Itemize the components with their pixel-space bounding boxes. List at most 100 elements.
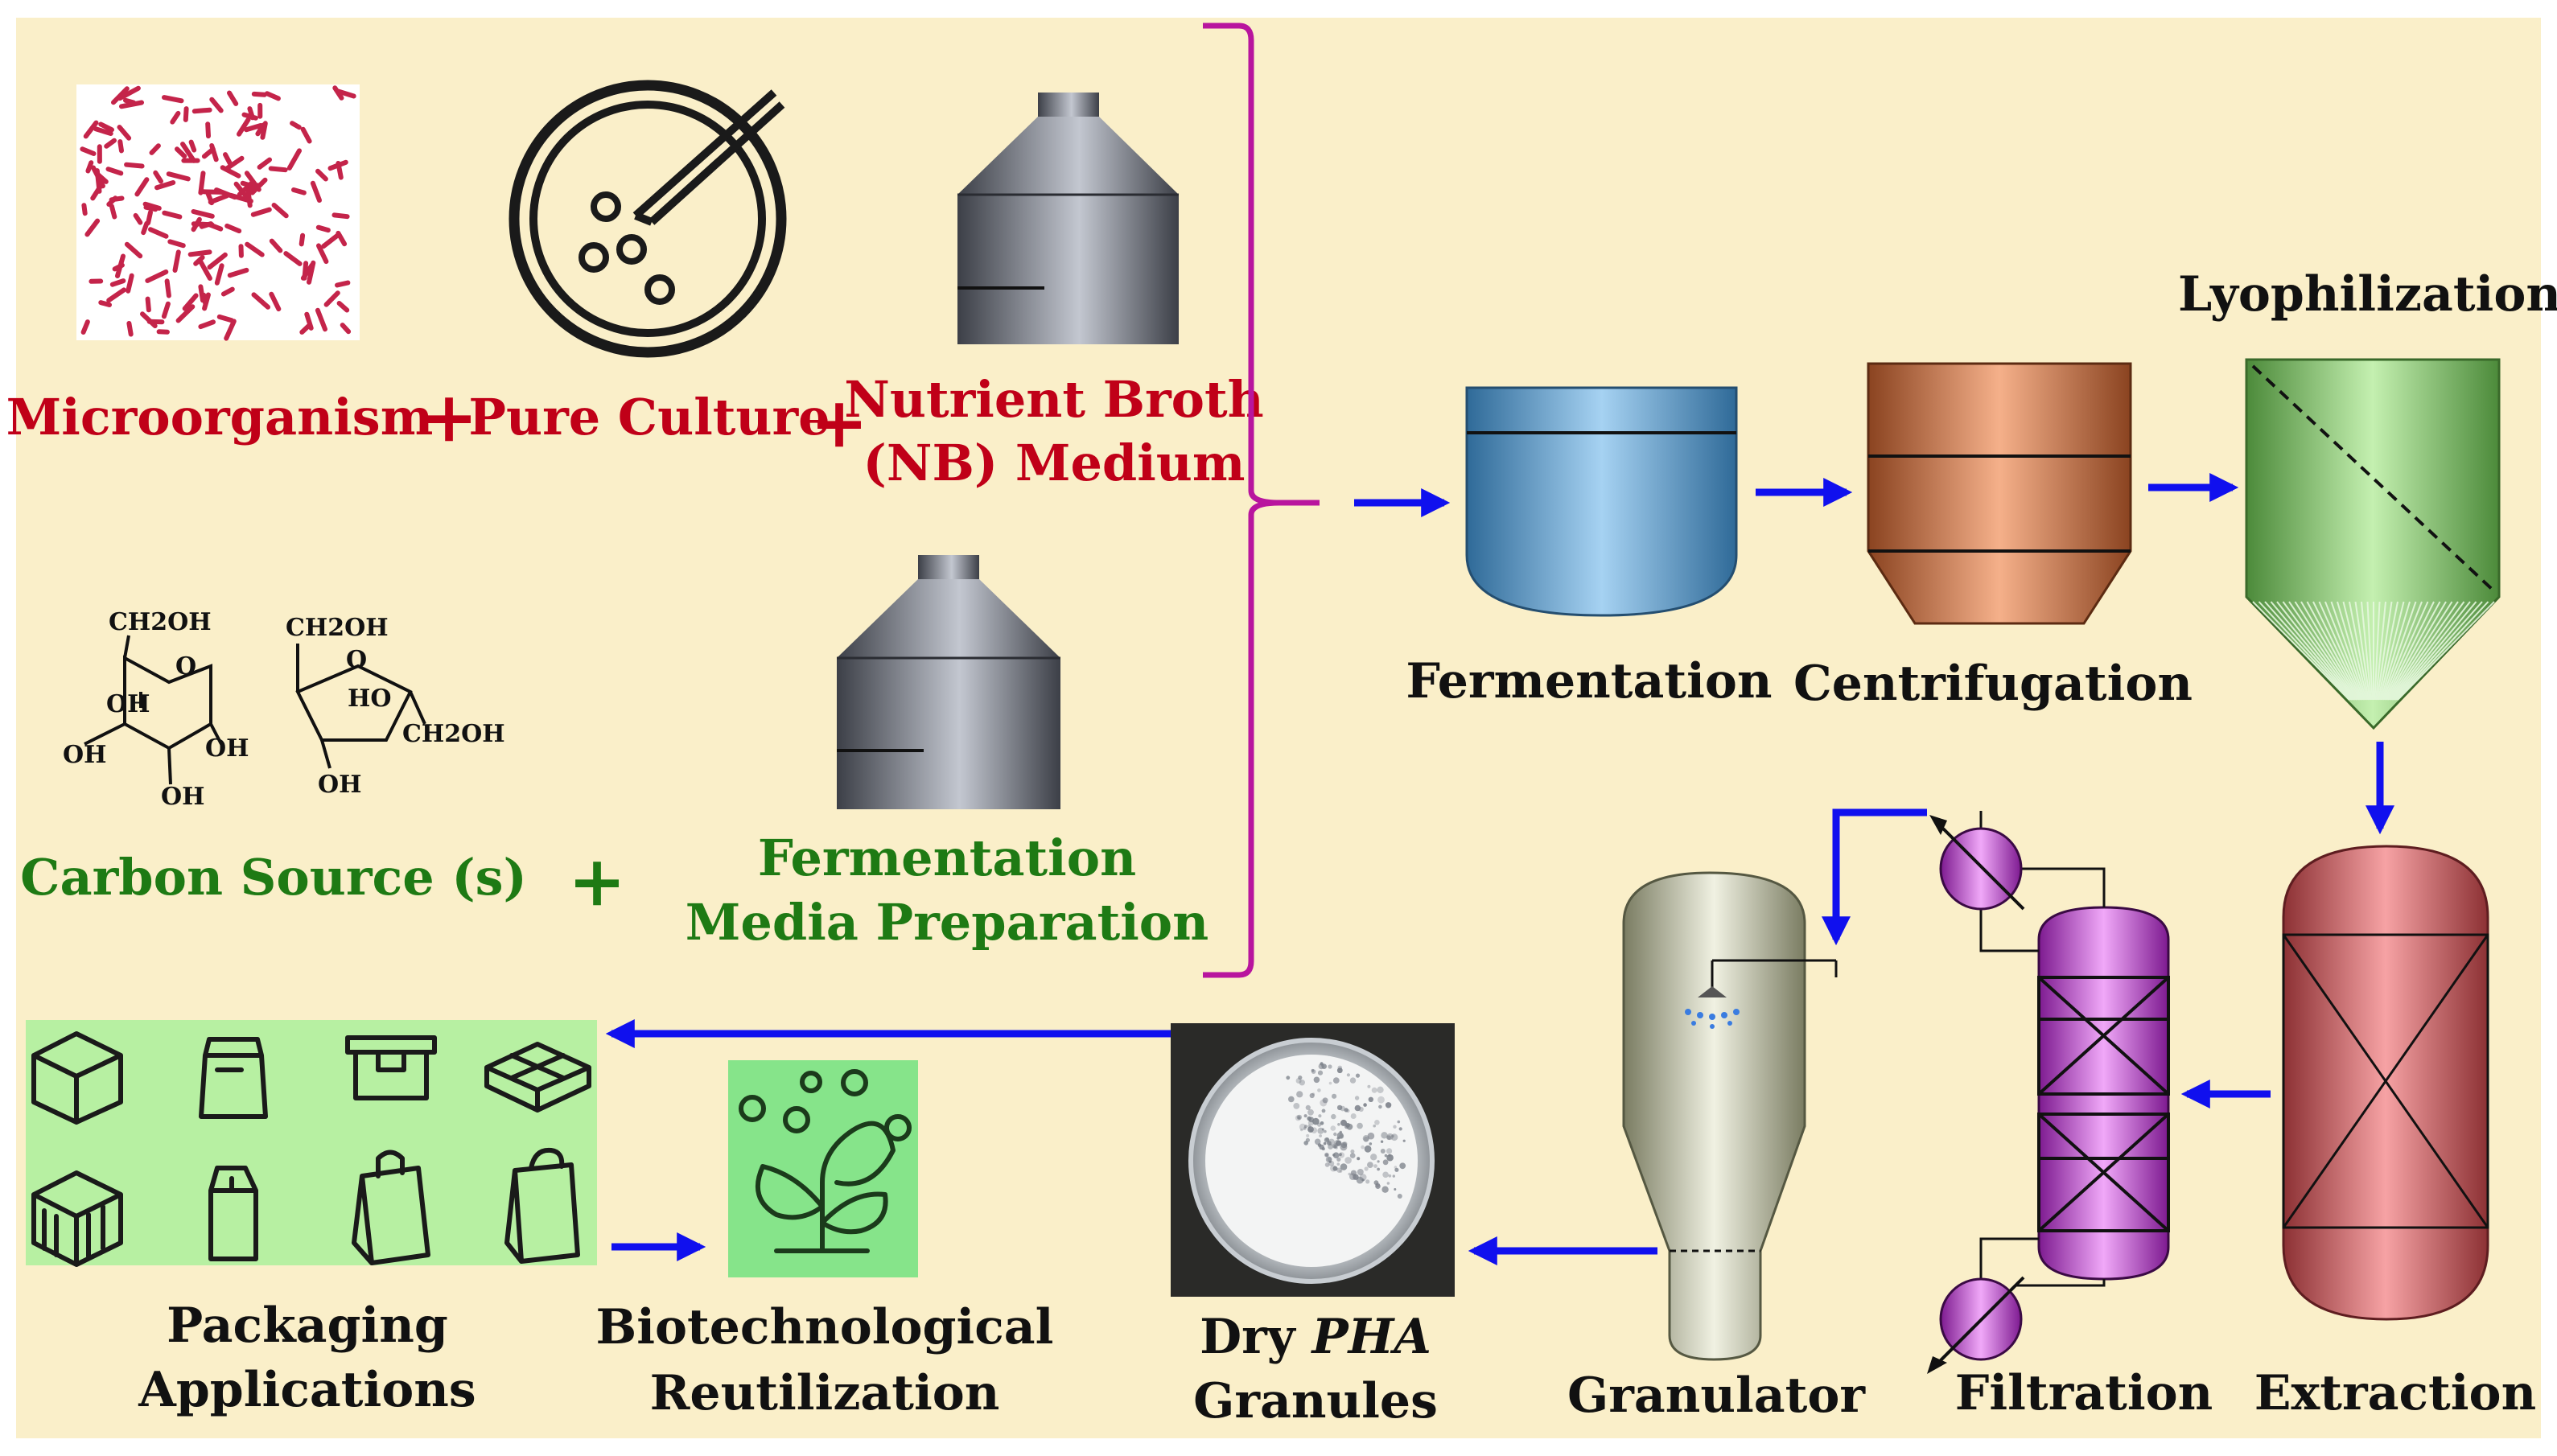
granule-speckle <box>1300 1129 1303 1132</box>
frost-streak <box>2393 601 2477 701</box>
granule-speckle <box>1385 1102 1392 1108</box>
bacterium-rod <box>172 249 181 273</box>
granule-speckle <box>1305 1137 1310 1142</box>
granule-speckle <box>1328 1144 1333 1150</box>
bacterium-rod <box>271 203 289 219</box>
bacterium-rod <box>251 91 267 97</box>
bacterium-rod <box>124 162 145 169</box>
granule-speckle <box>1321 1128 1324 1131</box>
granule-speckle <box>1337 1123 1340 1126</box>
granule-speckle <box>1309 1092 1315 1099</box>
bacterium-rod <box>83 120 99 139</box>
granule-speckle <box>1339 1130 1343 1134</box>
frost-streak <box>2390 601 2459 701</box>
bacterium-rod <box>209 97 224 113</box>
nutrient-broth-vessel <box>957 93 1179 344</box>
bacterium-rod <box>300 262 315 281</box>
granule-speckle <box>1307 1108 1314 1116</box>
bacterium-rod <box>123 97 136 105</box>
bacterium-rod <box>182 293 199 311</box>
bacterium-rod <box>214 187 237 200</box>
frost-streak <box>2382 601 2423 701</box>
bacterium-rod <box>304 311 314 331</box>
granule-speckle <box>1328 1081 1332 1085</box>
bacterium-rod <box>323 290 340 307</box>
granule-speckle <box>1344 1108 1348 1113</box>
plus-sign-3: + <box>568 841 626 922</box>
granule-speckle <box>1296 1091 1303 1098</box>
frost-streak <box>2378 601 2398 701</box>
granule-speckle <box>1390 1133 1398 1141</box>
granule-speckle <box>1332 1093 1337 1099</box>
bacterium-rod <box>106 195 118 207</box>
granule-speckle <box>1367 1162 1373 1168</box>
granule-speckle <box>1397 1194 1402 1199</box>
granule-speckle <box>1349 1077 1357 1084</box>
granule-speckle <box>1367 1084 1371 1088</box>
bacterium-rod <box>300 126 312 144</box>
bacterium-rod <box>84 218 101 237</box>
granule-speckle <box>1311 1092 1316 1096</box>
frost-streak <box>2276 601 2355 701</box>
granule-speckle <box>1317 1088 1321 1092</box>
granule-speckle <box>1293 1103 1300 1109</box>
granule-speckle <box>1350 1113 1357 1119</box>
bacterium-rod <box>170 110 181 125</box>
frost-streak <box>2390 601 2465 701</box>
granule-speckle <box>1297 1116 1301 1120</box>
granule-speckle <box>1336 1140 1342 1146</box>
media-prep-label-line1: Fermentation <box>758 829 1136 887</box>
granule-speckle <box>1377 1167 1380 1171</box>
fructose-ch2oh-top: CH2OH <box>286 614 389 642</box>
fructose-ho: HO <box>348 685 391 713</box>
granule-speckle <box>1349 1173 1357 1180</box>
granule-speckle <box>1367 1132 1375 1140</box>
granulator-label: Granulator <box>1567 1368 1866 1424</box>
granule-speckle <box>1398 1127 1402 1131</box>
granule-speckle <box>1331 1113 1336 1120</box>
granule-speckle <box>1325 1156 1332 1163</box>
fructose-oh-bottom: OH <box>318 771 361 799</box>
granule-speckle <box>1373 1124 1376 1128</box>
granule-speckle <box>1333 1132 1337 1137</box>
bacterium-rod <box>207 252 228 270</box>
bacterium-rod <box>166 171 191 182</box>
dry-pha-italic: PHA <box>1311 1309 1431 1365</box>
tray-icon <box>345 1035 437 1100</box>
bacterium-rod <box>183 106 189 122</box>
granule-speckle <box>1381 1132 1388 1139</box>
centrifugation-vessel <box>1867 362 2132 625</box>
centrifugation-label: Centrifugation <box>1793 656 2193 712</box>
frost-streak <box>2394 601 2483 701</box>
granule-speckle <box>1312 1117 1320 1125</box>
dry-pha-label-line1: Dry PHA <box>1200 1309 1431 1365</box>
bacterium-rod <box>316 243 329 265</box>
fructose-structure <box>295 644 426 769</box>
bacterium-rod <box>224 319 237 341</box>
bacterium-rod <box>214 263 224 286</box>
bacterium-rod <box>290 121 302 130</box>
granule-speckle <box>1378 1104 1382 1109</box>
carton-icon <box>208 1166 258 1261</box>
granule-speckle <box>1380 1140 1384 1143</box>
granule-speckle <box>1325 1137 1329 1141</box>
granule-speckle <box>1318 1063 1324 1070</box>
granule-speckle <box>1336 1067 1343 1074</box>
carbon-source-label: Carbon Source (s) <box>20 848 527 907</box>
granule-speckle <box>1337 1065 1343 1071</box>
frost-streak <box>2385 601 2435 701</box>
granule-speckle <box>1359 1174 1367 1182</box>
frost-streak <box>2306 601 2361 701</box>
frost-streak <box>2376 601 2393 701</box>
granule-speckle <box>1363 1136 1369 1142</box>
granule-speckle <box>1377 1096 1385 1104</box>
bacterium-rod <box>331 212 350 220</box>
bacterium-rod <box>269 291 282 312</box>
bacterium-rod <box>187 249 212 257</box>
shopping-bag-icon <box>504 1147 580 1264</box>
granule-speckle <box>1306 1133 1310 1137</box>
seedling-icon <box>739 1069 912 1253</box>
granule-speckle <box>1344 1157 1352 1164</box>
granule-speckle <box>1305 1104 1311 1110</box>
granule-speckle <box>1322 1097 1328 1104</box>
